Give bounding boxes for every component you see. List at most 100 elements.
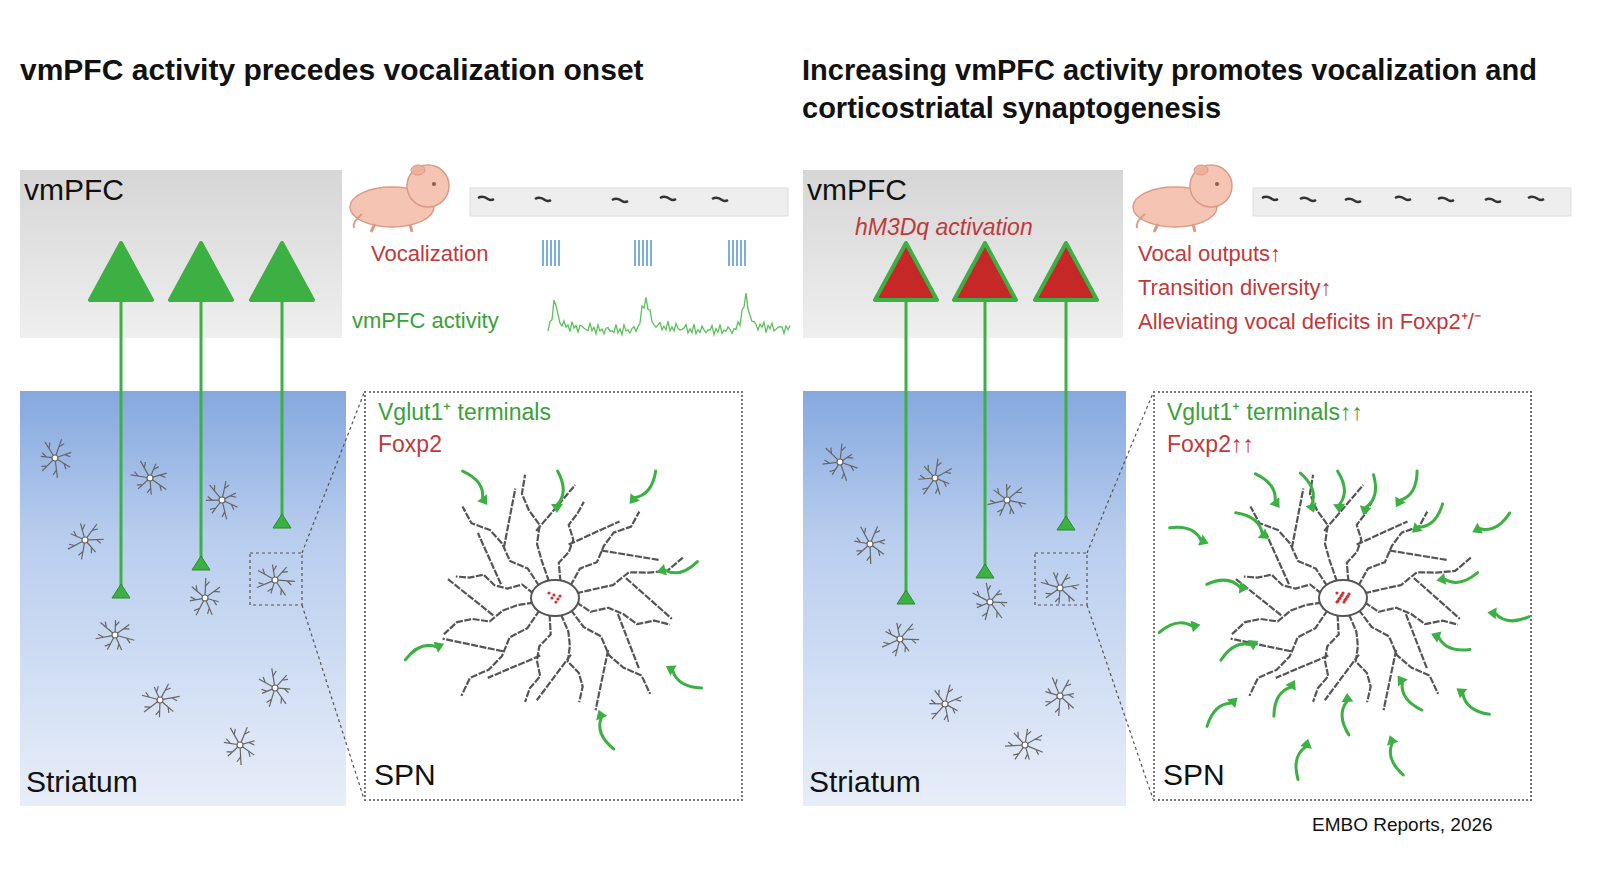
pup-icon [350,165,449,232]
neuron-dendrite [272,565,276,577]
spn-dendrite [570,512,659,586]
neuron-dendrite [867,547,871,564]
vocal-tick [554,240,556,266]
striatal-neuron [68,523,104,559]
neuron-dendrite [1013,747,1023,759]
neuron-dendrite [1062,698,1073,709]
glutamatergic-axon [1444,573,1477,583]
neuron-dendrite [873,540,885,544]
text-slot: SPN [1163,757,1225,793]
glutamatergic-axon [1479,513,1509,529]
node-label: Vglut1⁺ terminals [378,399,551,427]
neuron-soma [112,632,118,638]
neuron-dendrite [992,590,1002,600]
vocal-tick [650,240,652,266]
spn-dendrite [537,614,583,702]
neuron-dendrite [147,481,151,495]
striatal-neuron [206,481,238,519]
neuron-dendrite [223,481,230,497]
call-mark [712,198,728,201]
striatal-neuron [882,623,919,656]
glutamatergic-axon [405,645,436,659]
neuron-dendrite [1045,698,1057,706]
striatal-neuron [259,668,291,706]
axon-bouton [1342,693,1354,702]
striatal-neuron [973,583,1008,620]
annotation-text: Transition diversity↑ [1138,275,1332,301]
node-label: hM3Dq activation [855,214,1033,242]
axon-bouton [1387,735,1398,745]
glutamatergic-axon [1207,580,1241,588]
neuron-dendrite [948,705,958,713]
striatal-neuron [929,685,962,722]
striatal-neuron [988,484,1026,516]
axon-bouton [551,504,563,513]
foxp2-signal [556,597,559,600]
axon-line [281,300,284,528]
neuron-dendrite [994,488,1005,498]
pup-eye [1215,182,1219,186]
neuron-dendrite [153,473,167,477]
axon-terminal [976,564,994,578]
panel-heading: Increasing vmPFC activity promotes vocal… [802,52,1592,127]
glutamatergic-axon [600,717,614,749]
foxp2-signal [1339,594,1342,597]
neuron-dendrite [1062,590,1074,602]
node-label: SPN [374,757,436,793]
neuron-dendrite [872,546,883,556]
neuron-dendrite [210,502,220,513]
neuron-dendrite [192,585,203,596]
neuron-soma [237,742,243,748]
text-slot: Vocalization [371,241,488,267]
neuron-dendrite [1052,678,1059,694]
striatal-neuron [257,565,295,596]
neuron-dendrite [277,675,288,686]
text-slot: SPN [374,757,436,793]
neuron-dendrite [924,465,933,476]
foxp2-signal [1343,598,1346,601]
node-label: Vglut1⁺ terminals↑↑ [1167,399,1363,427]
neuron-dendrite [117,625,129,634]
pup-legs [371,224,412,232]
spn-dendrite [576,558,683,619]
glutamatergic-axon [1221,644,1251,660]
neuron-dendrite [1041,580,1057,588]
spn-dendrite [1232,579,1322,634]
axon-terminal [1057,516,1075,530]
pup-ear [411,165,425,175]
text-slot: Vocal outputs↑ [1138,241,1281,267]
neuron-dendrite [137,480,148,489]
neuron-soma [837,459,843,465]
neuron-dendrite [278,580,295,585]
vocal-tick [740,240,742,266]
neuron-dendrite [1014,732,1023,743]
axon-line [984,300,987,578]
neuron-dendrite [45,442,53,455]
text-slot: Striatum [809,764,921,800]
text-slot: vmPFC [807,172,907,208]
call-mark [612,199,628,202]
call-mark [1262,197,1278,200]
vocal-tick [744,240,746,266]
spn-dendrite [1310,475,1363,582]
axon-bouton [1395,497,1405,508]
neuron-dendrite [1063,585,1079,589]
neuron-dendrite [993,602,1007,606]
spn-dendrite [576,602,670,669]
axon-bouton [1305,502,1316,512]
axon-bouton [1360,505,1372,515]
spn-dendrite [1251,488,1328,586]
neuron-dendrite [861,527,869,542]
spn-soma [1319,580,1367,616]
neuron-dendrite [1053,572,1058,585]
neuron-dendrite [241,727,250,742]
call-mark [1395,197,1411,200]
axon-bouton [1227,698,1238,709]
neuron-dendrite [948,696,962,702]
neuron-dendrite [1007,484,1011,497]
call-mark [1345,199,1361,202]
axon-terminal [192,556,210,570]
call-mark [1438,198,1454,201]
neuron-dendrite [58,460,71,470]
axon-bouton [434,642,445,653]
